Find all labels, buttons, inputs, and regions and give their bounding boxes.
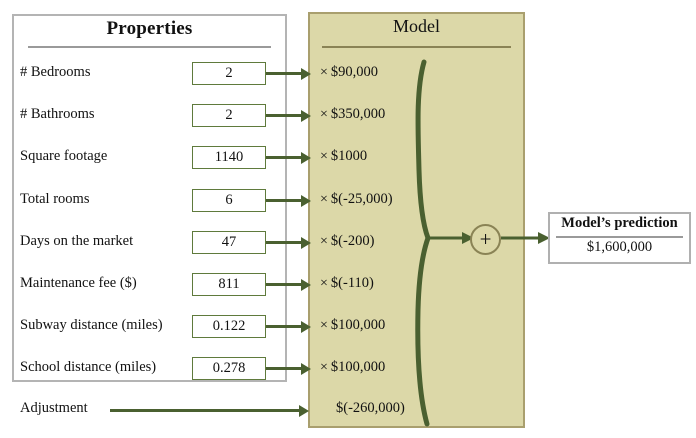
property-label: Days on the market: [20, 233, 134, 249]
model-coefficient-value: $(-110): [330, 275, 374, 291]
adjustment-label: Adjustment: [20, 400, 88, 416]
property-label: Maintenance fee ($): [20, 275, 137, 291]
multiply-icon: ×: [320, 192, 328, 207]
property-label: Subway distance (miles): [20, 317, 163, 333]
multiply-icon: ×: [320, 234, 328, 249]
feature-to-model-arrow: [266, 67, 311, 80]
prediction-box: [548, 212, 691, 264]
property-value-box[interactable]: 0.122: [192, 315, 266, 338]
multiply-icon: ×: [320, 360, 328, 375]
model-coefficient-term: ×$90,000: [320, 64, 378, 81]
model-coefficient-value: $100,000: [330, 317, 386, 333]
feature-to-model-arrow: [266, 194, 311, 207]
multiply-icon: ×: [320, 107, 328, 122]
prediction-divider: [556, 236, 683, 238]
multiply-icon: ×: [320, 149, 328, 164]
model-coefficient-term: ×$(-110): [320, 275, 374, 292]
model-coefficient-term: ×$(-200): [320, 233, 374, 250]
property-label: Square footage: [20, 148, 108, 164]
prediction-title: Model’s prediction: [561, 215, 678, 231]
property-value-box[interactable]: 0.278: [192, 357, 266, 380]
model-coefficient-value: $(-200): [330, 233, 375, 249]
multiply-icon: ×: [320, 276, 328, 291]
feature-to-model-arrow: [266, 236, 311, 249]
model-coefficient-value: $350,000: [330, 106, 386, 122]
property-value-box[interactable]: 2: [192, 62, 266, 85]
feature-to-model-arrow: [266, 320, 311, 333]
adjustment-term: $(-260,000): [336, 400, 405, 416]
feature-to-model-arrow: [266, 109, 311, 122]
model-coefficient-term: ×$100,000: [320, 317, 385, 334]
model-title-divider: [322, 46, 511, 48]
prediction-value: $1,600,000: [586, 239, 653, 255]
model-coefficient-value: $90,000: [330, 64, 379, 80]
summation-node: +: [470, 224, 501, 255]
model-coefficient-term: ×$(-25,000): [320, 191, 393, 208]
property-value-box[interactable]: 1140: [192, 146, 266, 169]
property-value-box[interactable]: 47: [192, 231, 266, 254]
model-coefficient-term: ×$350,000: [320, 106, 385, 123]
property-label: # Bedrooms: [20, 64, 91, 80]
feature-to-model-arrow: [266, 362, 311, 375]
multiply-icon: ×: [320, 318, 328, 333]
property-value-box[interactable]: 2: [192, 104, 266, 127]
property-value-box[interactable]: 6: [192, 189, 266, 212]
model-coefficient-value: $(-25,000): [330, 191, 393, 207]
feature-to-model-arrow: [266, 278, 311, 291]
model-coefficient-term: ×$100,000: [320, 359, 385, 376]
model-coefficient-value: $1000: [330, 148, 368, 164]
properties-panel-title: Properties: [106, 18, 193, 39]
adjustment-arrow: [110, 404, 309, 417]
property-label: # Bathrooms: [20, 106, 95, 122]
model-panel-title: Model: [393, 16, 440, 36]
multiply-icon: ×: [320, 65, 328, 80]
properties-title-divider: [28, 46, 271, 48]
model-coefficient-term: ×$1000: [320, 148, 367, 165]
feature-to-model-arrow: [266, 151, 311, 164]
property-label: School distance (miles): [20, 359, 157, 375]
property-value-box[interactable]: 811: [192, 273, 266, 296]
model-coefficient-value: $100,000: [330, 359, 386, 375]
property-label: Total rooms: [20, 191, 90, 207]
